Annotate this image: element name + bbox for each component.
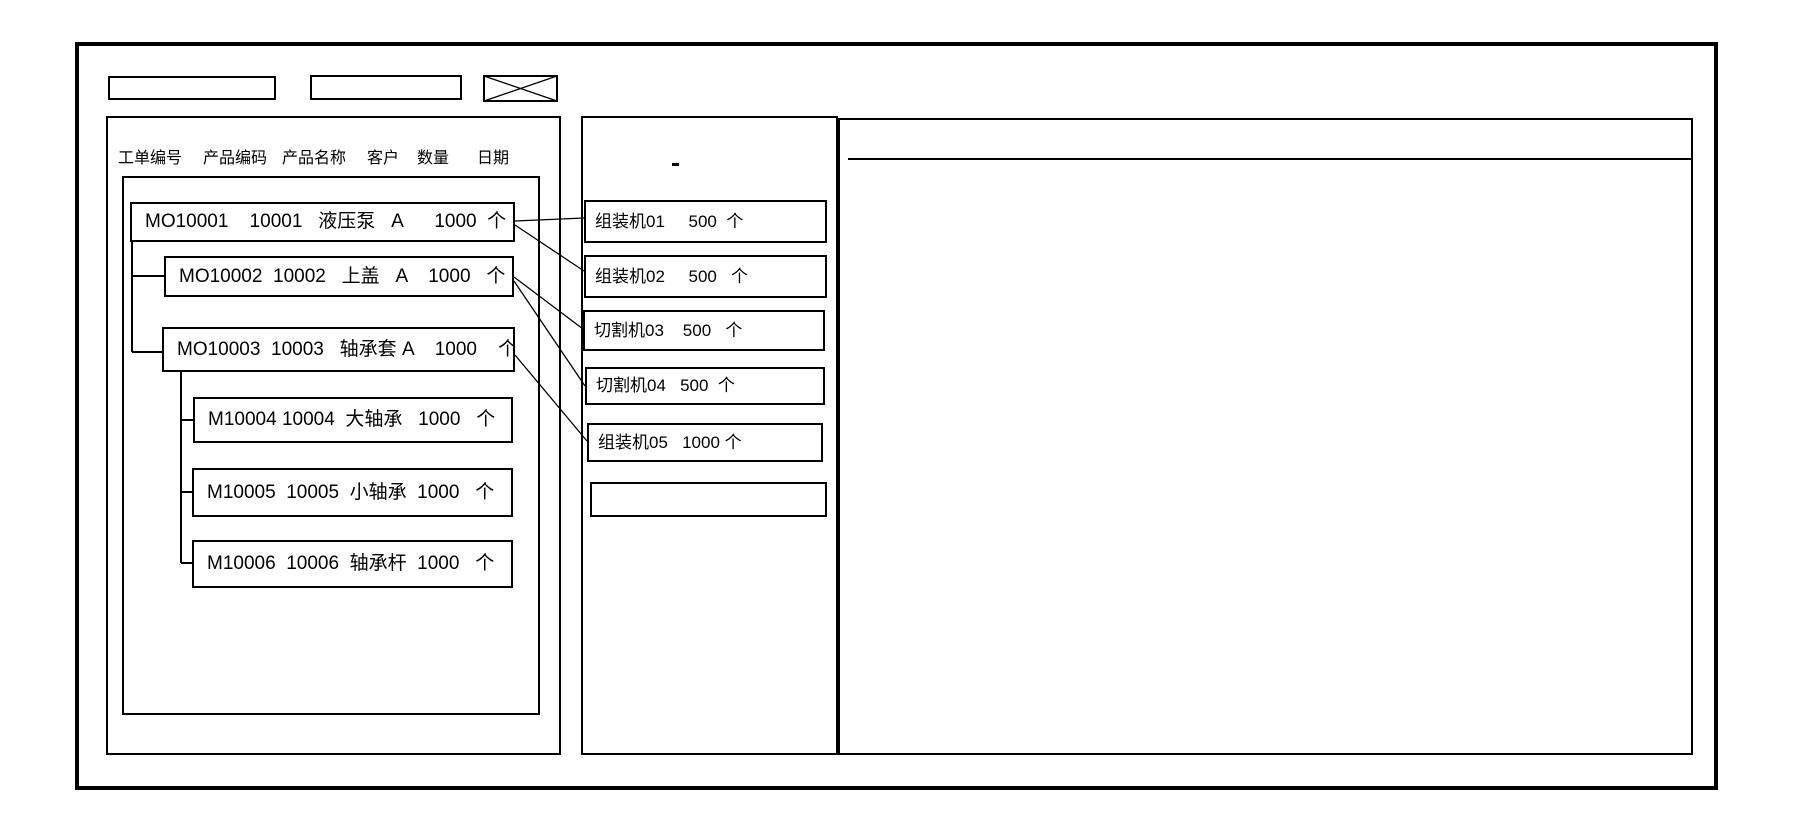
crossed-box-icon (483, 75, 558, 102)
column-header-date: 日期 (477, 150, 510, 167)
machine-card-empty-slot[interactable] (590, 482, 827, 517)
order-node-mo10003[interactable]: MO10003 10003 轴承套 A 1000 个 (162, 327, 515, 372)
machine-card-zzj05[interactable]: 组装机05 1000 个 (587, 423, 823, 462)
order-node-m10004[interactable]: M10004 10004 大轴承 1000 个 (193, 397, 513, 443)
column-header-quantity: 数量 (417, 150, 450, 167)
order-node-mo10001[interactable]: MO10001 10001 液压泵 A 1000 个 (130, 202, 515, 242)
toolbar-input-1[interactable] (108, 76, 276, 100)
machine-card-qgj04[interactable]: 切割机04 500 个 (585, 367, 825, 405)
column-header-order-no: 工单编号 (118, 150, 183, 167)
detail-panel-header-divider (848, 158, 1691, 160)
toolbar-input-2[interactable] (310, 75, 462, 100)
order-node-mo10002[interactable]: MO10002 10002 上盖 A 1000 个 (164, 256, 514, 297)
order-node-m10006[interactable]: M10006 10006 轴承杆 1000 个 (192, 540, 513, 588)
column-header-product-name: 产品名称 (282, 150, 347, 167)
machine-card-zzj01[interactable]: 组装机01 500 个 (584, 200, 827, 243)
column-header-customer: 客户 (367, 150, 400, 167)
machine-card-zzj02[interactable]: 组装机02 500 个 (584, 255, 827, 298)
image-placeholder-icon[interactable] (483, 75, 558, 102)
order-node-m10005[interactable]: M10005 10005 小轴承 1000 个 (192, 468, 513, 517)
detail-panel (838, 118, 1693, 755)
stray-dash-mark (672, 163, 679, 166)
column-header-product-code: 产品编码 (203, 150, 268, 167)
machine-card-qgj03[interactable]: 切割机03 500 个 (583, 310, 825, 351)
